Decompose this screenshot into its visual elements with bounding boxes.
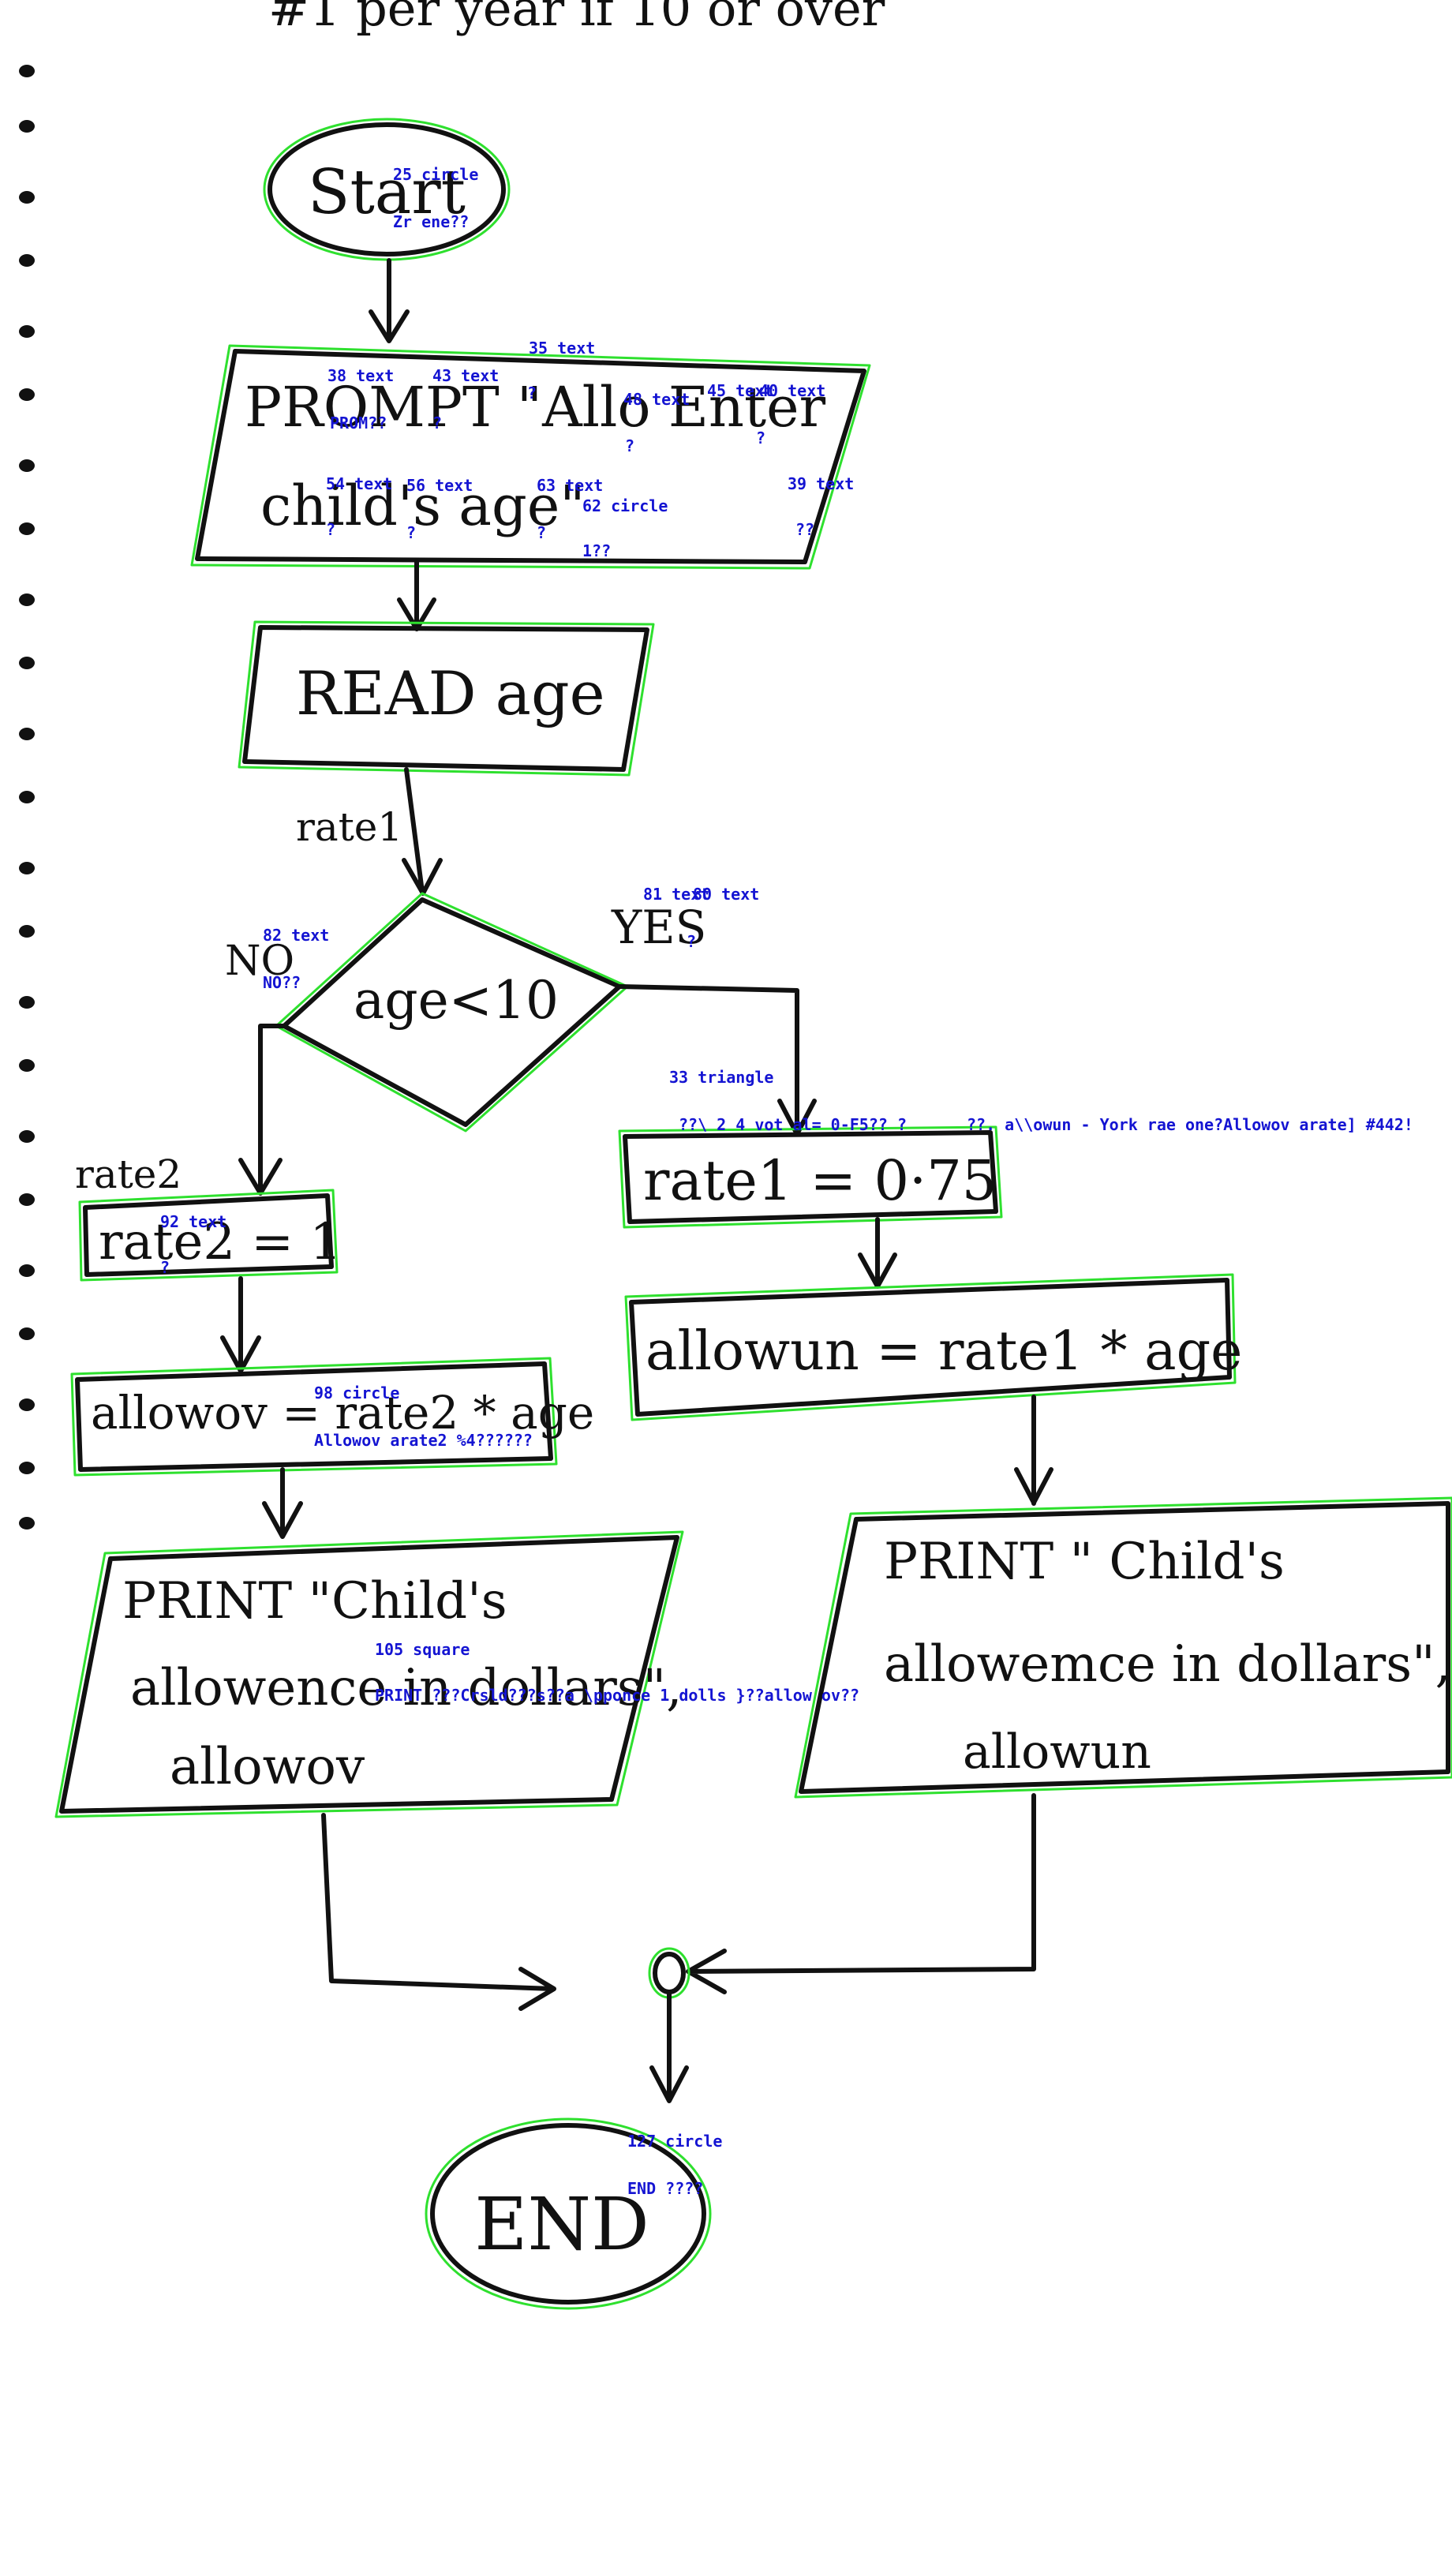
print-left-line2: allowence in dollars", — [130, 1659, 682, 1717]
arrow-calc-print-left — [262, 1467, 303, 1539]
annotation: END ???? — [627, 2179, 703, 2198]
read-label: READ age — [296, 658, 605, 728]
arrow-yes-branch — [617, 984, 817, 1136]
annotation: 92 text — [160, 1212, 226, 1231]
annotation: ?? — [795, 520, 814, 539]
arrow-no-branch — [238, 1024, 286, 1196]
annotation: ? — [687, 932, 696, 951]
rate2-assign-box: rate2 = 1 — [78, 1189, 342, 1282]
annotation: 38 text — [327, 366, 394, 385]
ocr-annotations: 25 circle Zr ene?? 35 text 38 text PROM?… — [160, 165, 1413, 2198]
allowov-calc: allowov = rate2 * age — [91, 1386, 594, 1440]
arrow-calc-print-right — [1014, 1395, 1053, 1506]
allowov-calc-box: allowov = rate2 * age — [70, 1357, 594, 1477]
print-right-line1: PRINT " Child's — [884, 1533, 1285, 1591]
read-process-box: READ age — [238, 620, 655, 777]
allowun-calc: allowun = rate1 * age — [646, 1320, 1242, 1383]
arrow-print-left-merge — [321, 1813, 556, 2011]
annotation: 35 text — [529, 339, 595, 358]
annotation: 82 text — [263, 926, 329, 945]
annotation: 80 text — [693, 885, 759, 904]
end-label: END — [474, 2182, 649, 2267]
annotation: ? — [625, 436, 634, 455]
annotation: 1?? — [582, 541, 611, 560]
annotation: 127 circle — [627, 2132, 722, 2151]
prompt-io-box: PROMPT "Allo Enter child's age" — [190, 344, 871, 570]
annotation: 43 text — [432, 366, 499, 385]
binder-holes — [19, 65, 35, 1530]
arrow-read-decision — [402, 767, 443, 896]
print-right-io-box: PRINT " Child's allowemce in dollars", a… — [794, 1496, 1452, 1799]
rate1-assign-box: rate1 = 0·75 — [618, 1125, 1003, 1229]
prompt-line2: child's age" — [260, 474, 585, 538]
rate2-label: rate2 — [75, 1151, 182, 1197]
annotation: 62 circle — [582, 496, 668, 515]
annotation: 39 text — [788, 474, 854, 493]
annotation: PRINT ???Crsld???s??a \pponce 1 dolls }?… — [375, 1686, 859, 1705]
arrow-start-prompt — [369, 258, 410, 343]
annotation: 45 text — [707, 381, 773, 400]
annotation: Zr ene?? — [393, 212, 469, 231]
annotation: 54 text — [326, 474, 392, 493]
rate-label: rate1 — [296, 804, 402, 850]
annotation: 63 text — [537, 476, 603, 495]
annotation: ? — [537, 523, 546, 542]
yes-label: YES — [611, 900, 706, 954]
annotation: ? — [756, 429, 765, 447]
no-label: NO — [225, 938, 294, 985]
annotation: ??. a\\owun - York rae one?Allowov arate… — [967, 1115, 1413, 1134]
arrow-rate2-calc — [220, 1276, 261, 1373]
arrow-rate1-calc — [858, 1217, 897, 1289]
annotation: ? — [432, 414, 442, 432]
arrow-print-right-merge — [686, 1793, 1036, 1994]
annotation: 56 text — [406, 476, 473, 495]
arrow-prompt-read — [397, 560, 436, 631]
annotation: NO?? — [263, 973, 301, 992]
annotation: Allowov arate2 %4?????? — [314, 1431, 533, 1450]
start-label: Start — [308, 157, 466, 228]
rate2-assign: rate2 = 1 — [99, 1213, 342, 1271]
end-terminator: END — [425, 2117, 712, 2310]
decision-diamond: age<10 — [275, 892, 629, 1133]
annotation: ??\ 2 4 vot al= 0-F5?? ? — [679, 1115, 907, 1134]
annotation: 81 text — [643, 885, 709, 904]
prompt-line1: PROMPT "Allo Enter — [245, 375, 826, 440]
top-note: #1 per year if 10 or over — [268, 0, 885, 37]
annotation: 25 circle — [393, 165, 478, 184]
annotation: ? — [160, 1258, 170, 1277]
annotation: 98 circle — [314, 1383, 399, 1402]
annotation: ? — [527, 384, 537, 402]
start-terminator: Start — [263, 118, 511, 261]
annotation: PROM?? — [330, 414, 387, 432]
arrow-merge-end — [649, 1990, 689, 2103]
annotation: 48 text — [623, 390, 690, 409]
annotation: 40 text — [759, 381, 825, 400]
annotation: ? — [326, 520, 335, 539]
print-left-line3: allowov — [170, 1738, 365, 1796]
annotation: ? — [406, 523, 416, 542]
decision-label: age<10 — [354, 970, 559, 1031]
print-left-line1: PRINT "Child's — [122, 1572, 507, 1631]
print-left-io-box: PRINT "Child's allowence in dollars", al… — [54, 1530, 684, 1818]
print-right-line3: allowun — [963, 1724, 1151, 1780]
print-right-line2: allowemce in dollars", — [884, 1635, 1451, 1694]
annotation: 33 triangle — [669, 1068, 773, 1087]
rate1-assign: rate1 = 0·75 — [643, 1148, 997, 1213]
annotation: 105 square — [375, 1640, 470, 1659]
allowun-calc-box: allowun = rate1 * age — [624, 1273, 1242, 1421]
merge-connector — [648, 1947, 690, 1999]
